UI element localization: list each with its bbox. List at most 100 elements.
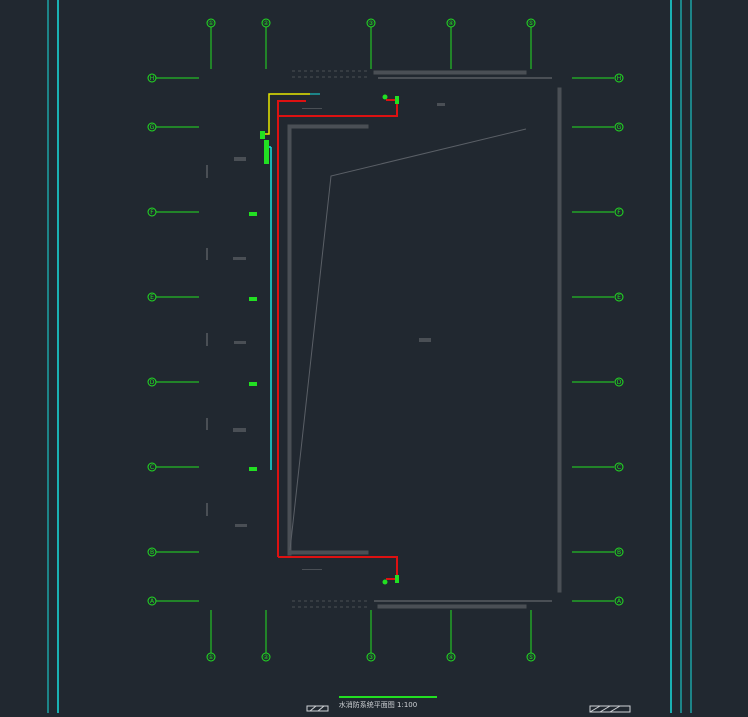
axis-bubble-top: ④ (446, 18, 456, 28)
axis-bubble-bottom-circle (261, 652, 271, 662)
slope-line (289, 128, 527, 551)
axis-bubble-top: ② (261, 18, 271, 28)
axis-bubble-right-circle (614, 73, 624, 83)
axis-bubble-left-label: C (150, 464, 154, 471)
axis-bubble-top-label: ⑤ (528, 20, 533, 27)
axis-bubble-left: G (147, 122, 157, 132)
hatch-stroke (309, 705, 317, 712)
axis-bubble-right-label: H (617, 75, 622, 82)
axis-bubble-right-label: C (617, 464, 621, 471)
hydrant-marker (249, 212, 257, 216)
axis-bubble-left-circle (147, 547, 157, 557)
axis-bubble-bottom: ④ (446, 652, 456, 662)
axis-bubble-right: C (614, 462, 624, 472)
axis-bubble-left-circle (147, 292, 157, 302)
axis-bubble-bottom: ② (261, 652, 271, 662)
axis-bubble-right-label: G (617, 124, 622, 131)
axis-bubble-left-circle (147, 122, 157, 132)
axis-bubble-bottom: ① (206, 652, 216, 662)
title-caption: 水消防系统平面图 1:100 (339, 700, 417, 709)
axis-bubble-right: B (614, 547, 624, 557)
axis-bubble-right-circle (614, 377, 624, 387)
building-walls (206, 70, 562, 609)
hydrant-marker (260, 131, 265, 139)
axis-bubble-top-label: ④ (448, 20, 453, 27)
axis-bubble-bottom-circle (446, 652, 456, 662)
axis-bubble-top-circle (446, 18, 456, 28)
room-label-marks (233, 103, 445, 570)
hatch-stroke (317, 705, 325, 712)
axis-bubble-right-circle (614, 547, 624, 557)
axis-bubble-bottom-circle (366, 652, 376, 662)
axis-bubble-right-label: A (617, 598, 622, 605)
wall-inner-top (288, 124, 369, 129)
sprinkler-bottom (382, 579, 388, 585)
pipe-red-top (278, 99, 398, 117)
axis-bubble-right-circle (614, 122, 624, 132)
pipe-red-bottom (278, 556, 398, 580)
room-mark (302, 569, 322, 570)
hydrant-marker (249, 297, 257, 301)
axis-bubble-left-label: F (150, 209, 154, 216)
axis-bubble-left: E (147, 292, 157, 302)
axis-bubble-left-label: B (150, 549, 154, 556)
title-block: 水消防系统平面图 1:100 (306, 696, 631, 713)
axis-bubble-right-circle (614, 292, 624, 302)
room-mark (233, 428, 246, 432)
wall-bottom-right (377, 604, 527, 609)
axis-bubble-left: H (147, 73, 157, 83)
hatch-stroke (599, 705, 611, 713)
hydrant-marker (249, 382, 257, 386)
room-mark (437, 103, 445, 106)
axis-bubble-top-label: ① (208, 20, 213, 27)
room-mark (234, 157, 246, 161)
room-mark (419, 338, 431, 342)
wall-inner-bottom (288, 550, 369, 555)
axis-top: ① ② ③ ④ ⑤ (206, 18, 536, 69)
axis-bubble-bottom: ⑤ (526, 652, 536, 662)
wall-right (557, 87, 562, 593)
axis-bubble-top-label: ③ (368, 20, 373, 27)
axis-bubble-left-circle (147, 377, 157, 387)
axis-bubble-top-circle (206, 18, 216, 28)
pipe-yellow-branch (263, 93, 310, 135)
axis-bubble-left-label: A (150, 598, 155, 605)
axis-bubble-left: B (147, 547, 157, 557)
axis-bubble-right: D (614, 377, 624, 387)
pipe-system (263, 93, 398, 580)
axis-bubble-right-label: E (617, 294, 621, 301)
axis-bubble-left-label: E (150, 294, 154, 301)
hydrant-marker (249, 467, 257, 471)
axis-bubble-right-circle (614, 596, 624, 606)
axis-bubble-left-circle (147, 73, 157, 83)
axis-bubble-top: ③ (366, 18, 376, 28)
room-mark (234, 341, 246, 344)
axis-bubble-right: G (614, 122, 624, 132)
hatch-box-left (306, 705, 329, 712)
hatch-stroke (609, 705, 621, 713)
axis-bubble-right: A (614, 596, 624, 606)
hydrant-box (264, 140, 269, 164)
wall-inner-left (287, 124, 292, 556)
axis-bubble-right-circle (614, 207, 624, 217)
room-mark (233, 257, 246, 260)
axis-bubble-top-circle (261, 18, 271, 28)
axis-bubble-right: F (614, 207, 624, 217)
axis-bubble-right-label: F (617, 209, 621, 216)
axis-bubble-left-circle (147, 596, 157, 606)
axis-bubble-bottom-label: ③ (368, 654, 373, 661)
axis-bubble-left-circle (147, 462, 157, 472)
axis-bubble-left: A (147, 596, 157, 606)
axis-bubble-left: C (147, 462, 157, 472)
axis-bubble-right-label: B (617, 549, 621, 556)
wall-top-right (373, 70, 527, 75)
room-mark (235, 524, 247, 527)
pipe-red-main (277, 100, 306, 557)
axis-bubble-right-circle (614, 462, 624, 472)
axis-bubble-bottom-label: ② (263, 654, 269, 661)
axis-bubble-bottom-label: ① (208, 654, 213, 661)
hatch-box-right (589, 705, 631, 713)
valve-bottom (395, 575, 399, 583)
